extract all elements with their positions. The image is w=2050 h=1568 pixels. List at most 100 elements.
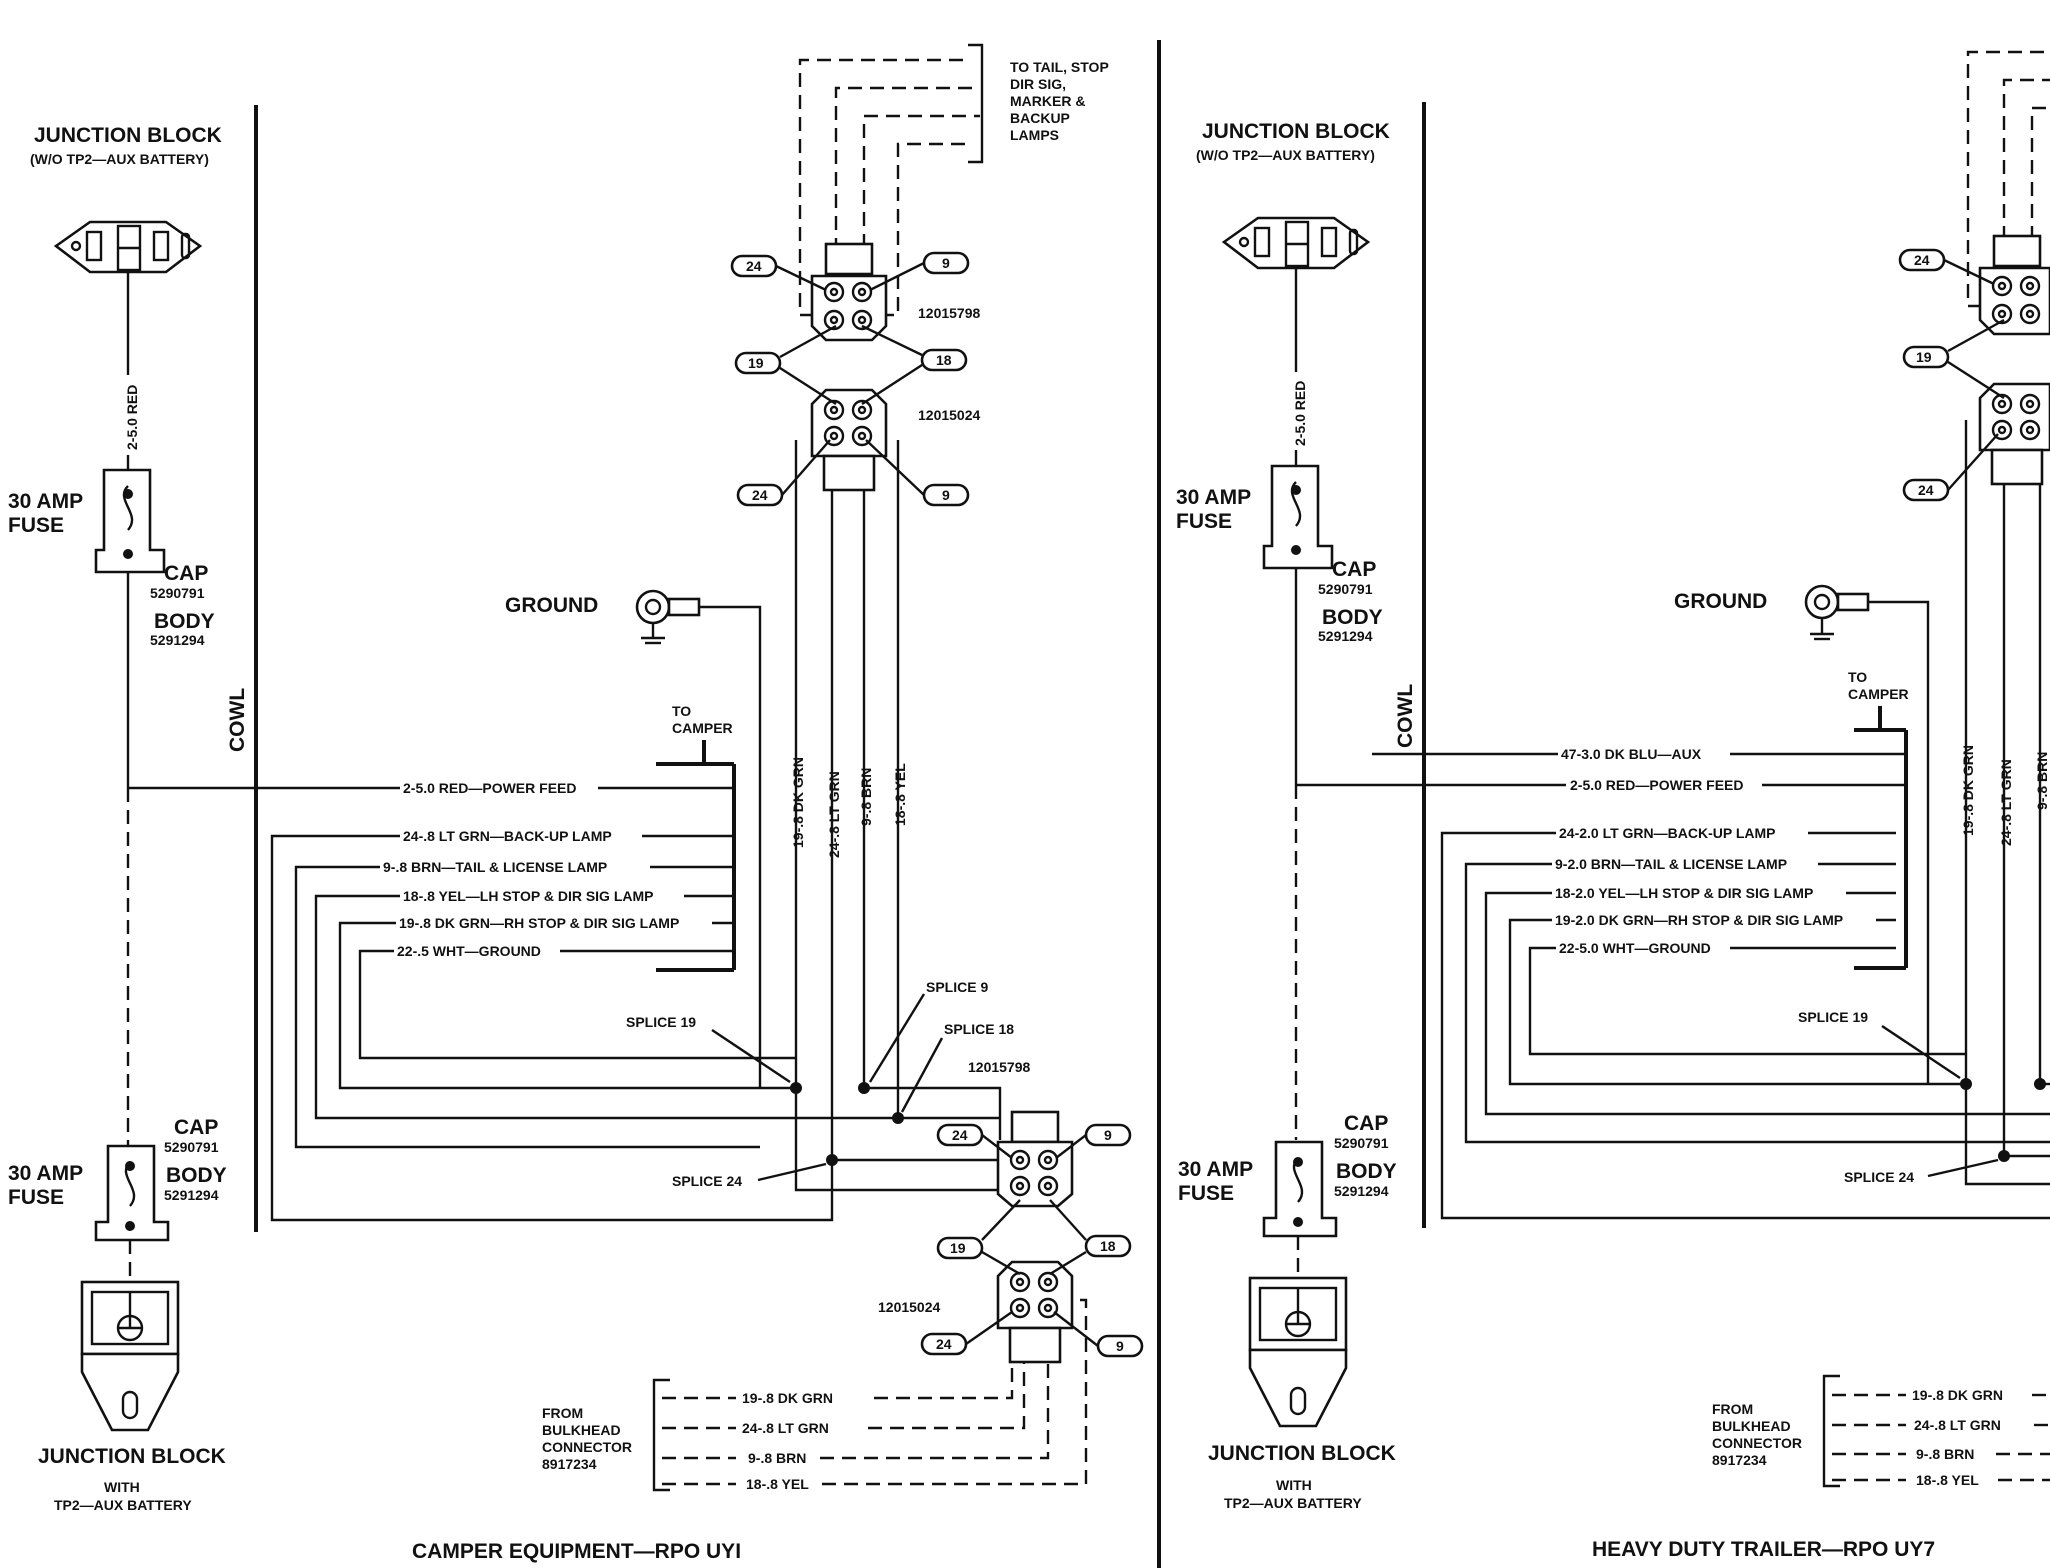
tail-note-4: LAMPS (1010, 127, 1059, 143)
cowl-label: COWL (226, 688, 249, 752)
pin-callout-9-a: 9 (869, 251, 970, 292)
pin-callout-18-c: 18 (1049, 1199, 1132, 1276)
r-cowl-label: COWL (1394, 684, 1417, 748)
bulk-wire-0: 19-.8 DK GRN (742, 1390, 833, 1406)
svg-text:24: 24 (1918, 482, 1934, 498)
pin-callout-19-a: 19 (734, 324, 837, 406)
r-cap-bottom-label: CAP (1344, 1112, 1388, 1135)
vert-wire-label-1: 24-.8 LT GRN (826, 771, 842, 858)
r-wire-label-1: 2-5.0 RED—POWER FEED (1570, 777, 1743, 793)
r-fuse-30amp-top (1262, 464, 1334, 570)
junction-block-bottom-sub-1: WITH (104, 1479, 140, 1495)
connector-b-number: 12015024 (918, 407, 981, 423)
splice-24-label: SPLICE 24 (672, 1173, 742, 1189)
svg-text:24: 24 (746, 258, 762, 274)
svg-text:18: 18 (936, 352, 952, 368)
svg-text:24: 24 (752, 487, 768, 503)
pin-callout-24-c: 24 (936, 1123, 1013, 1159)
pin-callout-24-d: 24 (920, 1311, 1013, 1356)
junction-block-bottom-icon (80, 1280, 180, 1432)
svg-text:9: 9 (1116, 1338, 1124, 1354)
svg-text:24: 24 (1914, 252, 1930, 268)
body-bottom-number: 5291294 (164, 1187, 219, 1203)
r-to-camper-label-2: CAMPER (1848, 686, 1909, 702)
r-pin-callout-24-a: 24 (1898, 248, 1995, 286)
r-body-bottom-label: BODY (1336, 1160, 1397, 1183)
wire-label-3: 18-.8 YEL—LH STOP & DIR SIG LAMP (403, 888, 654, 904)
svg-text:9: 9 (942, 255, 950, 271)
body-top-number: 5291294 (150, 632, 205, 648)
r-from-bulkhead-0: FROM (1712, 1401, 1753, 1417)
connector-b (810, 388, 888, 492)
r-from-bulkhead-1: BULKHEAD (1712, 1418, 1791, 1434)
cap-bottom-label: CAP (174, 1116, 218, 1139)
pin-callout-24-b: 24 (736, 439, 831, 507)
r-body-bottom-number: 5291294 (1334, 1183, 1389, 1199)
r-body-top-label: BODY (1322, 606, 1383, 629)
r-splice-24-label: SPLICE 24 (1844, 1169, 1914, 1185)
svg-text:24: 24 (952, 1127, 968, 1143)
r-connector-b-partial (1978, 382, 2050, 486)
r-body-top-number: 5291294 (1318, 628, 1373, 644)
r-pin-callout-24-b: 24 (1902, 433, 1999, 502)
r-vert-wire-label-0: 19-.8 DK GRN (1960, 745, 1976, 836)
wire-label-5: 22-.5 WHT—GROUND (397, 943, 541, 959)
right-panel: JUNCTION BLOCK (W/O TP2—AUX BATTERY) 2-5… (1176, 50, 2050, 1561)
wire-label-0: 2-5.0 RED—POWER FEED (403, 780, 576, 796)
pin-callout-18-a: 18 (861, 324, 968, 406)
connector-a (810, 242, 888, 342)
r-cap-top-label: CAP (1332, 558, 1376, 581)
svg-text:9: 9 (1104, 1127, 1112, 1143)
r-bulk-wire-0: 19-.8 DK GRN (1912, 1387, 2003, 1403)
ground-terminal-icon (635, 589, 701, 645)
r-ground-terminal-icon (1804, 584, 1870, 641)
left-panel: JUNCTION BLOCK (W/O TP2—AUX BATTERY) 2-5… (8, 43, 1144, 1563)
r-wire-label-3: 9-2.0 BRN—TAIL & LICENSE LAMP (1555, 856, 1787, 872)
r-bulk-wire-1: 24-.8 LT GRN (1914, 1417, 2001, 1433)
r-wire-label-red-vertical: 2-5.0 RED (1292, 381, 1308, 446)
svg-text:9: 9 (942, 487, 950, 503)
junction-block-top-title: JUNCTION BLOCK (34, 124, 222, 147)
to-camper-label-1: TO (672, 703, 691, 719)
r-junction-block-bottom-icon (1248, 1276, 1348, 1428)
r-cap-top-number: 5290791 (1318, 581, 1373, 597)
pin-callout-9-b: 9 (865, 439, 970, 507)
caption-right: HEAVY DUTY TRAILER—RPO UY7 (1592, 1538, 1935, 1561)
pin-callout-24-a: 24 (730, 254, 827, 292)
r-wire-label-2: 24-2.0 LT GRN—BACK-UP LAMP (1559, 825, 1776, 841)
svg-text:19: 19 (950, 1240, 966, 1256)
r-bulk-wire-2: 9-.8 BRN (1916, 1446, 1974, 1462)
r-ground-label: GROUND (1674, 590, 1767, 613)
to-camper-label-2: CAMPER (672, 720, 733, 736)
r-bulk-wire-3: 18-.8 YEL (1916, 1472, 1979, 1488)
wire-label-2: 9-.8 BRN—TAIL & LICENSE LAMP (383, 859, 607, 875)
r-junction-block-bottom-sub-2: TP2—AUX BATTERY (1224, 1495, 1362, 1511)
r-fuse-bottom-label-2: FUSE (1178, 1182, 1234, 1205)
bulk-wire-3: 18-.8 YEL (746, 1476, 809, 1492)
r-junction-block-top-icon (1221, 216, 1371, 270)
connector-c (996, 1110, 1074, 1208)
splice-18-label: SPLICE 18 (944, 1021, 1014, 1037)
splice-19-label: SPLICE 19 (626, 1014, 696, 1030)
junction-block-bottom-title: JUNCTION BLOCK (38, 1445, 226, 1468)
wire-label-4: 19-.8 DK GRN—RH STOP & DIR SIG LAMP (399, 915, 679, 931)
junction-block-bottom-sub-2: TP2—AUX BATTERY (54, 1497, 192, 1513)
cap-top-label: CAP (164, 562, 208, 585)
cap-top-number: 5290791 (150, 585, 205, 601)
vert-wire-label-3: 18-.8 YEL (892, 763, 908, 826)
tail-note-3: BACKUP (1010, 110, 1070, 126)
r-from-bulkhead-3: 8917234 (1712, 1452, 1767, 1468)
svg-text:18: 18 (1100, 1238, 1116, 1254)
vert-wire-label-2: 9-.8 BRN (858, 768, 874, 826)
r-junction-block-bottom-sub-1: WITH (1276, 1477, 1312, 1493)
from-bulkhead-1: BULKHEAD (542, 1422, 621, 1438)
r-vert-wire-label-1: 24-.8 LT GRN (1998, 759, 2014, 846)
from-bulkhead-0: FROM (542, 1405, 583, 1421)
svg-text:24: 24 (936, 1336, 952, 1352)
connector-d (996, 1260, 1074, 1364)
fuse-30amp-top (94, 468, 166, 574)
junction-block-top-subtitle: (W/O TP2—AUX BATTERY) (30, 151, 209, 167)
fuse-30amp-bottom (94, 1144, 170, 1242)
wire-label-1: 24-.8 LT GRN—BACK-UP LAMP (403, 828, 612, 844)
r-vert-wire-label-2: 9-.8 BRN (2034, 752, 2050, 810)
